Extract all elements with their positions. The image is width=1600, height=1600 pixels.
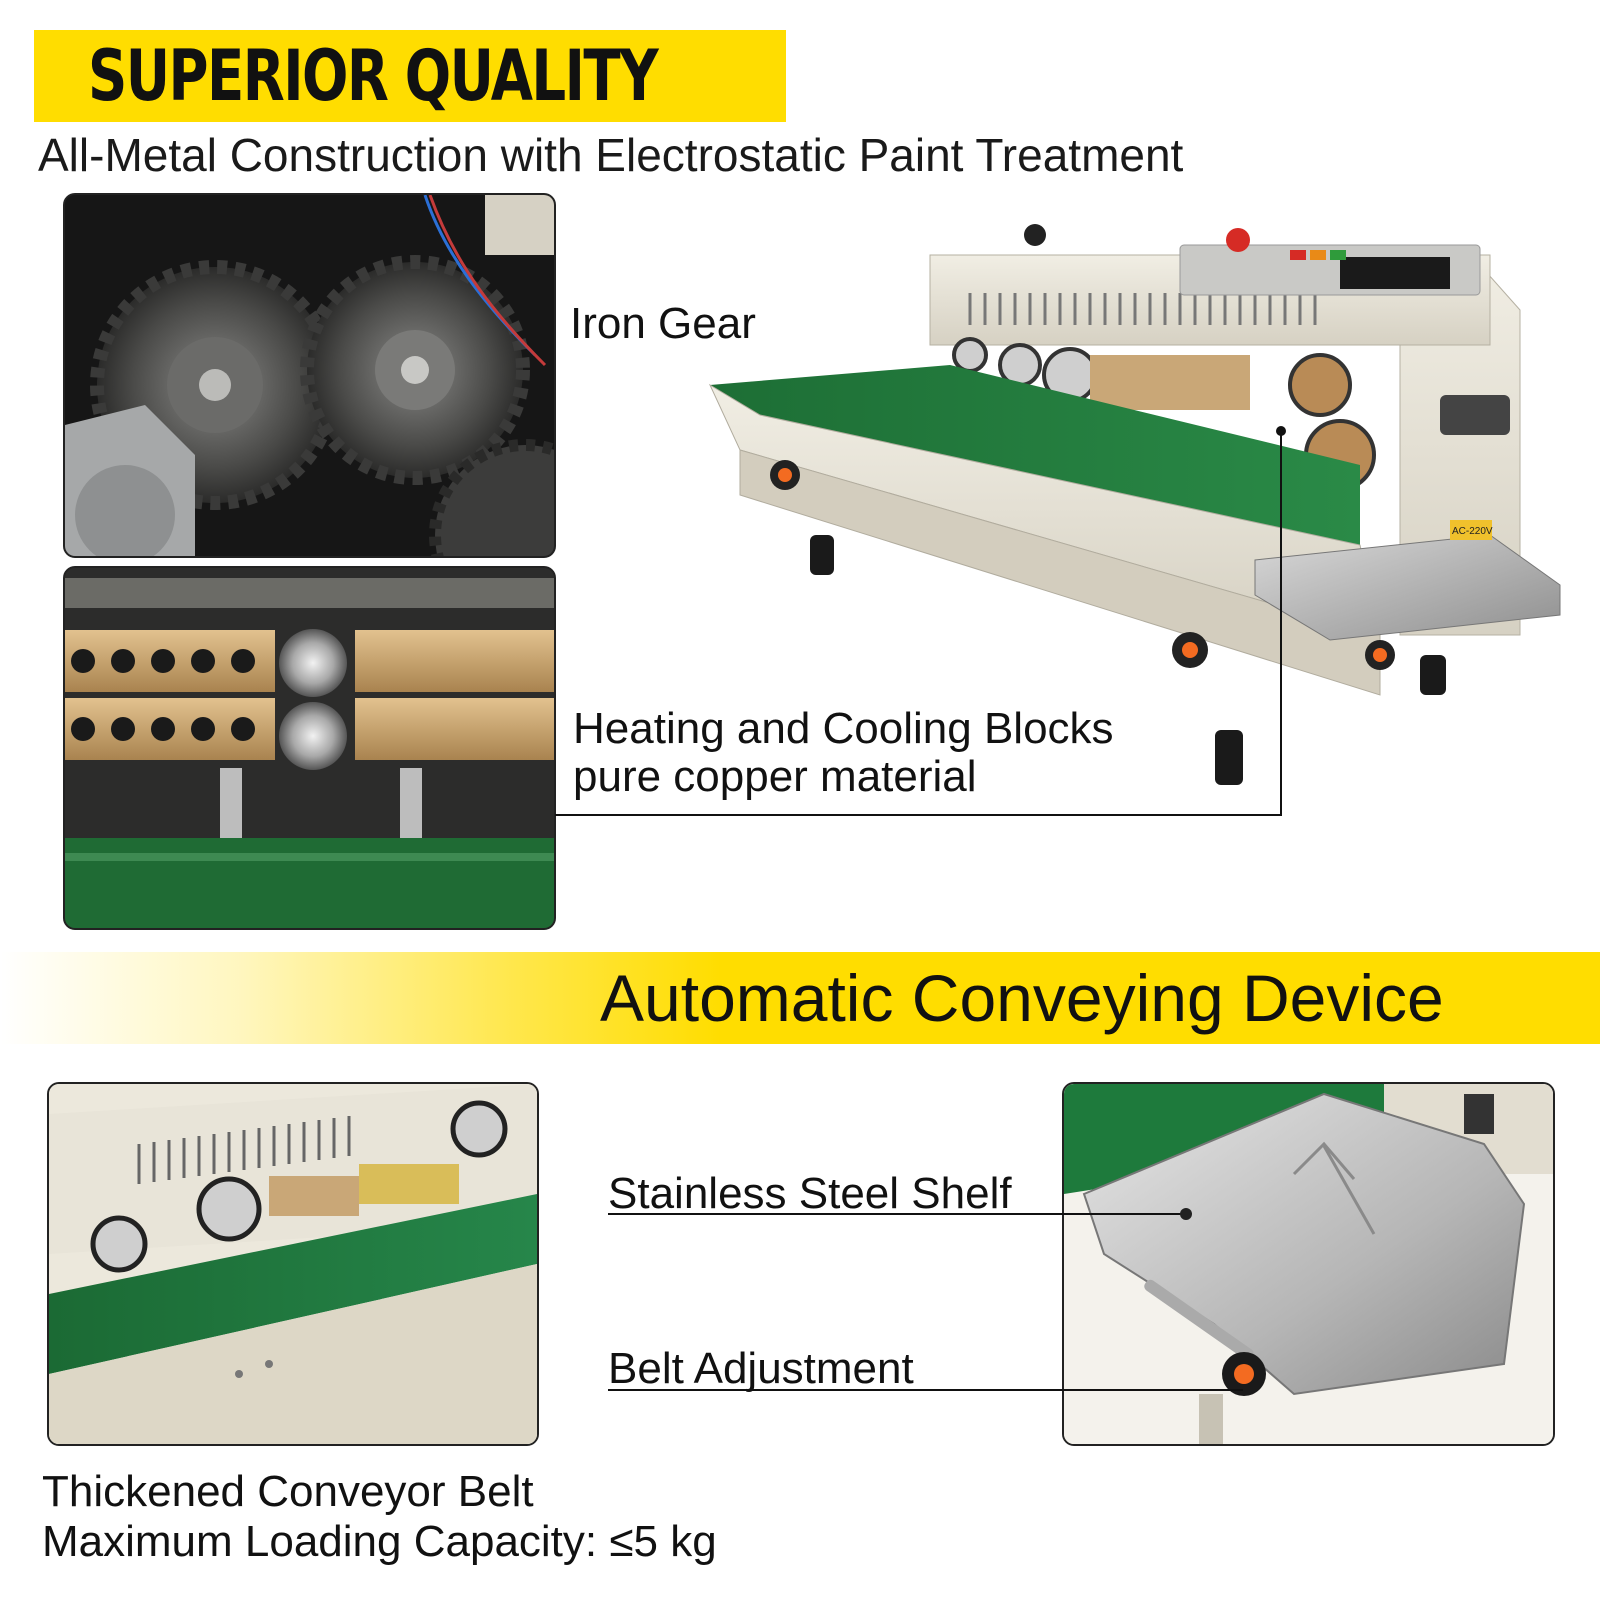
page-subtitle: All-Metal Construction with Electrostati… xyxy=(38,129,1184,181)
belt-adjustment-callout-line xyxy=(608,1389,1243,1391)
voltage-tag: AC-220V xyxy=(1452,526,1493,537)
section-banner xyxy=(0,952,1600,1044)
heating-blocks-label: Heating and Cooling Blocks xyxy=(573,704,1114,753)
section-title: Automatic Conveying Device xyxy=(600,961,1444,1035)
steel-shelf-photo xyxy=(1062,1082,1555,1446)
blocks-callout-line-vertical xyxy=(1280,430,1282,816)
thick-belt-label: Thickened Conveyor Belt xyxy=(42,1467,534,1516)
page-title: SUPERIOR QUALITY xyxy=(88,35,659,117)
belt-adjustment-label: Belt Adjustment xyxy=(608,1344,914,1393)
shelf-callout-line xyxy=(608,1213,1185,1215)
iron-gear-photo xyxy=(63,193,556,558)
loading-capacity-label: Maximum Loading Capacity: ≤5 kg xyxy=(42,1517,717,1566)
shelf-callout-dot xyxy=(1180,1208,1192,1220)
title-banner xyxy=(34,30,786,122)
conveyor-belt-photo xyxy=(47,1082,539,1446)
copper-material-label: pure copper material xyxy=(573,752,977,801)
stainless-shelf-label: Stainless Steel Shelf xyxy=(608,1169,1012,1218)
blocks-callout-dot xyxy=(1276,426,1286,436)
iron-gear-label: Iron Gear xyxy=(570,299,756,348)
band-sealer-machine: AC-220V xyxy=(700,215,1600,805)
heating-blocks-photo xyxy=(63,566,556,930)
blocks-callout-line xyxy=(555,814,1282,816)
